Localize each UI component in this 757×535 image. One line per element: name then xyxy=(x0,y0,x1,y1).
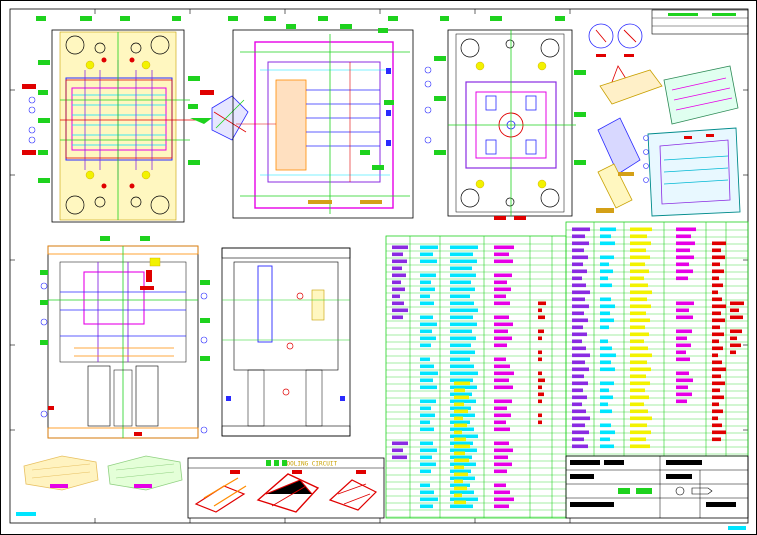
plan-view-moving-half xyxy=(22,29,214,223)
isometric-detail-views xyxy=(588,23,741,217)
cooling-circuit-title: COOLING CIRCUIT xyxy=(283,461,338,468)
title-block xyxy=(565,455,749,530)
bill-of-materials-table xyxy=(385,221,749,519)
section-view-lower-left xyxy=(40,236,210,439)
view-link-graphic xyxy=(211,95,249,141)
section-view-side xyxy=(221,247,351,437)
plan-view-fixed-half xyxy=(424,29,586,220)
zone-ticks xyxy=(10,9,748,523)
cooling-circuit-panel: COOLING CIRCUIT xyxy=(187,457,385,519)
section-view-top xyxy=(232,24,414,219)
revision-block xyxy=(651,9,749,35)
isometric-part-views xyxy=(16,455,183,516)
top-tags xyxy=(36,16,565,21)
